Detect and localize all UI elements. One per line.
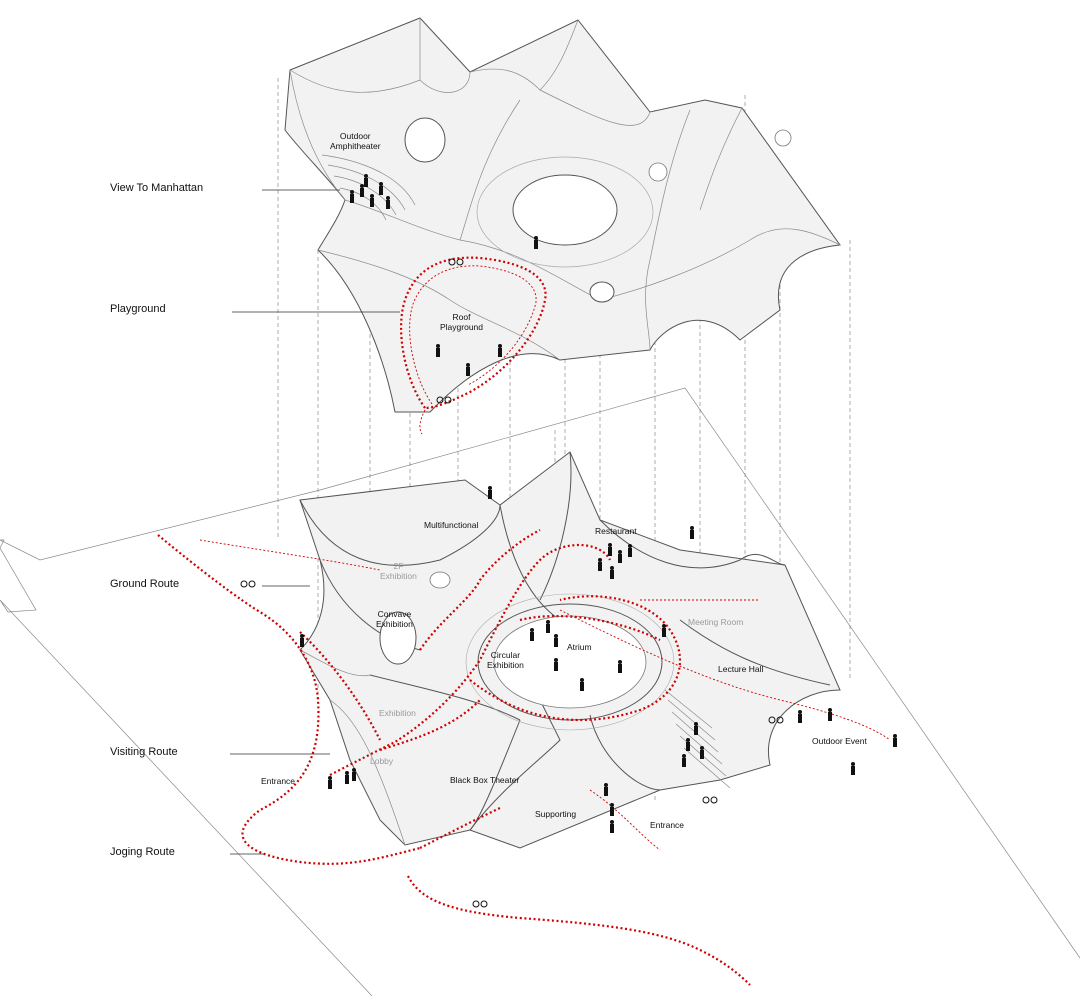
- label-restaurant: Restaurant: [595, 526, 637, 536]
- label-entrance-left: Entrance: [261, 776, 296, 786]
- cyclist-figures: [240, 258, 784, 908]
- label-lecture-hall: Lecture Hall: [718, 664, 764, 674]
- label-outdoor-event: Outdoor Event: [812, 736, 867, 746]
- label-ground-route: Ground Route: [110, 578, 180, 590]
- label-roof-playground: Roof Playground: [440, 312, 484, 332]
- label-outdoor-amphitheater: Outdoor Amphitheater: [330, 131, 381, 151]
- roof-shell: [284, 17, 841, 435]
- label-circular-exhibition: Circular Exhibition: [487, 650, 524, 670]
- label-lobby: Lobby: [370, 756, 394, 766]
- label-joging-route: Joging Route: [110, 846, 175, 858]
- label-playground: Playground: [110, 303, 166, 315]
- site-boundary: [0, 387, 1080, 997]
- label-visiting-route: Visiting Route: [110, 746, 178, 758]
- roof-amphitheater-steps: [321, 154, 416, 221]
- label-atrium: Atrium: [567, 642, 592, 652]
- label-black-box-theater: Black Box Theater: [450, 775, 520, 785]
- label-entrance-right: Entrance: [650, 820, 685, 830]
- label-view-to-manhattan: View To Manhattan: [110, 182, 204, 194]
- label-multifunctional: Multifunctional: [424, 520, 479, 530]
- label-meeting-room: Meeting Room: [688, 617, 744, 627]
- roof-opening-small: [404, 117, 446, 163]
- roof-playground-loop: [399, 256, 547, 410]
- ground-route-paths: [157, 529, 891, 986]
- label-exhibition: Exhibition: [379, 708, 416, 718]
- label-2f-exhibition: 2F Exhibition: [380, 561, 417, 581]
- leader-lines: [230, 189, 400, 855]
- label-convave-exhibition: Convave Exhibition: [376, 609, 413, 629]
- label-supporting: Supporting: [535, 809, 577, 819]
- people-figures: [300, 174, 897, 833]
- roof-opening-large: [512, 174, 618, 246]
